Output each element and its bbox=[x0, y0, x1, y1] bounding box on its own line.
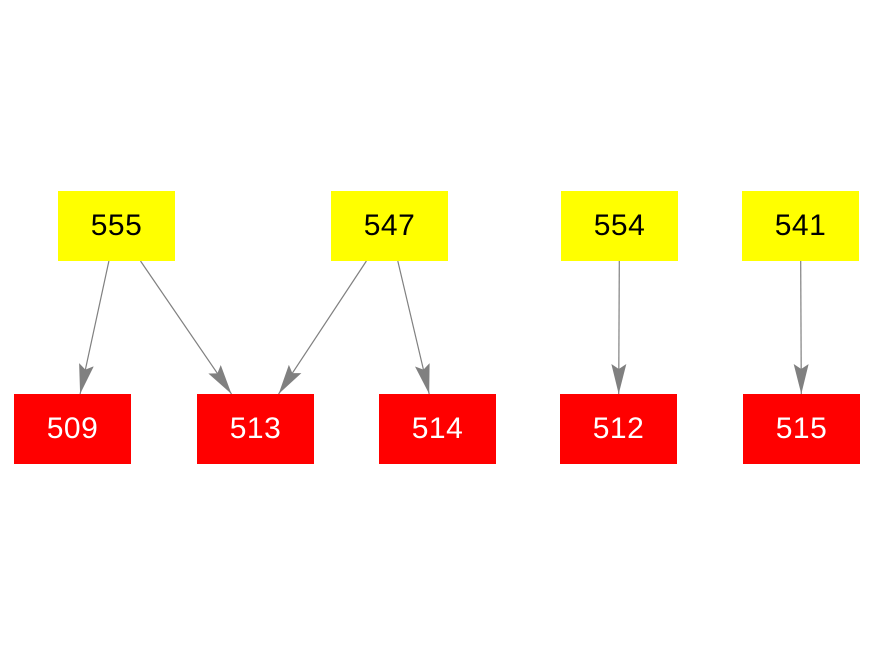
graph-node-554: 554 bbox=[561, 191, 678, 261]
graph-edge-547-514 bbox=[397, 260, 430, 395]
graph-node-label: 515 bbox=[775, 412, 828, 445]
graph-edge-555-513 bbox=[140, 260, 232, 395]
graph-node-547: 547 bbox=[331, 191, 448, 261]
graph-edge-541-515 bbox=[793, 260, 809, 395]
graph-node-label: 541 bbox=[774, 209, 827, 242]
graph-node-513: 513 bbox=[197, 394, 314, 464]
graph-node-515: 515 bbox=[743, 394, 860, 464]
graph-node-label: 512 bbox=[592, 412, 645, 445]
graph-node-label: 514 bbox=[411, 412, 464, 445]
graph-node-label: 547 bbox=[363, 209, 416, 242]
graph-node-label: 555 bbox=[90, 209, 143, 242]
graph-node-514: 514 bbox=[379, 394, 496, 464]
graph-node-label: 513 bbox=[229, 412, 282, 445]
graph-edge-547-513 bbox=[278, 260, 367, 395]
graph-node-509: 509 bbox=[14, 394, 131, 464]
graph-edge-554-512 bbox=[611, 260, 627, 395]
graph-edge-555-509 bbox=[79, 260, 110, 395]
graph-node-555: 555 bbox=[58, 191, 175, 261]
graph-node-label: 554 bbox=[593, 209, 646, 242]
graph-node-label: 509 bbox=[46, 412, 99, 445]
graph-node-541: 541 bbox=[742, 191, 859, 261]
graph-node-512: 512 bbox=[560, 394, 677, 464]
